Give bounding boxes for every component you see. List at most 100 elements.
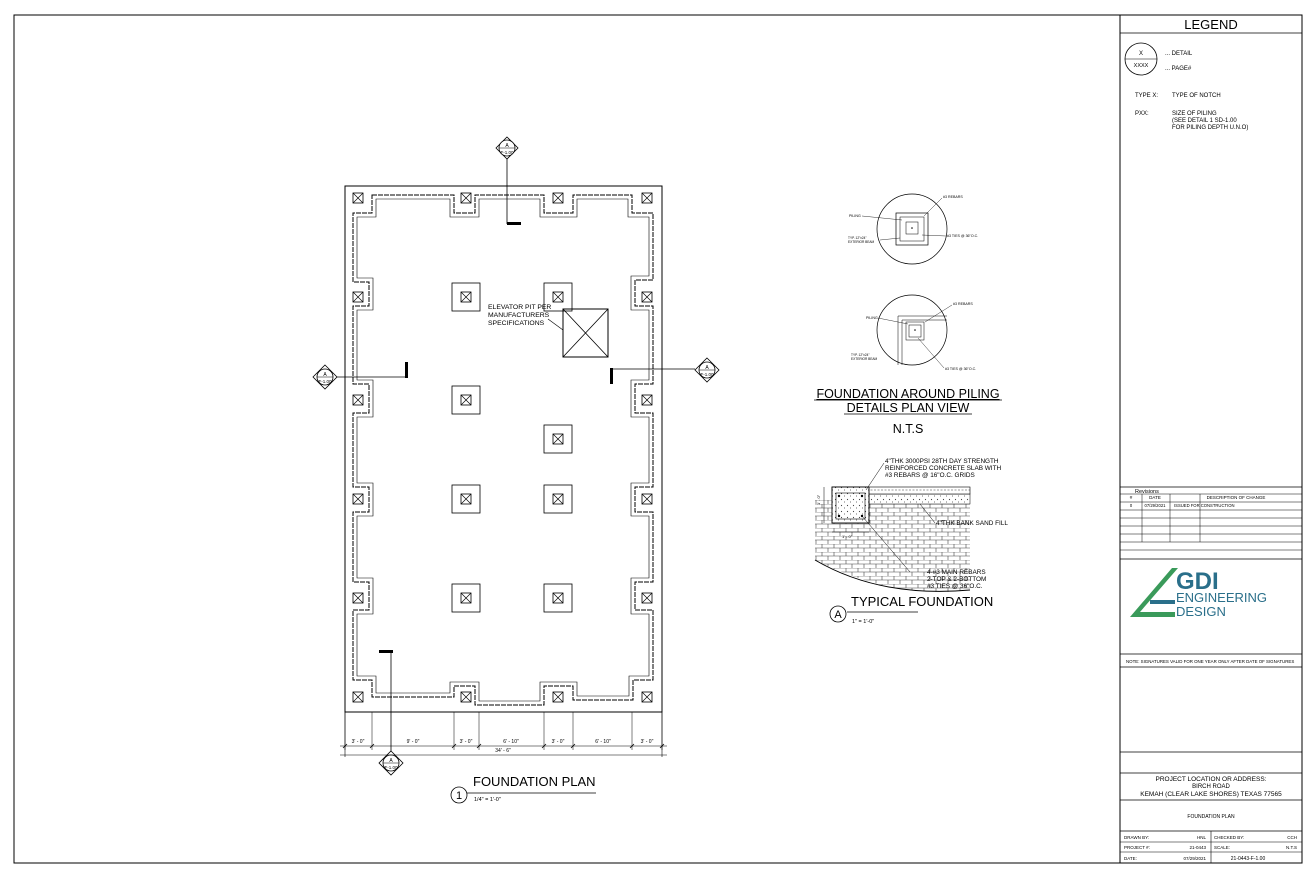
scale-label: SCALE:: [1214, 845, 1230, 850]
plan-scale: 1/4" = 1'-0": [474, 797, 501, 803]
d1-beam-1: TYP. 12"x24": [848, 236, 867, 240]
d2-beam-1: TYP. 12"x24": [851, 353, 870, 357]
legend-pxx-desc-2: (SEE DETAIL 1 SD-1.00: [1172, 118, 1237, 124]
drawn-by-label: DRAWN BY:: [1124, 835, 1149, 840]
piling: [451, 583, 481, 613]
section-marker-right[interactable]: A F-1.00: [694, 357, 720, 383]
elevator-note-2: MANUFACTURERS: [488, 312, 550, 319]
dim-1: 3' - 0": [352, 739, 365, 745]
logo-line-1: GDI: [1176, 568, 1219, 595]
piling: [641, 291, 653, 303]
piling: [552, 192, 564, 204]
dimension-string: 3' - 0" 9' - 0" 3' - 0" 6' - 10" 3' - 0"…: [340, 712, 667, 757]
d2-rebars: #3 REBARS: [953, 302, 973, 306]
legend-pxx-key: PXX:: [1135, 111, 1149, 117]
svg-text:A: A: [389, 758, 393, 764]
piling: [451, 385, 481, 415]
plan-outline: [344, 185, 663, 713]
svg-text:A: A: [705, 365, 709, 371]
sheet-number: 21-0443-F-1.00: [1231, 856, 1266, 862]
section-marker-bottom[interactable]: A F-1.00: [378, 750, 404, 776]
d1-piling: PILING: [849, 214, 861, 218]
piling: [641, 493, 653, 505]
legend-type-key: TYPE X:: [1135, 93, 1158, 99]
piling: [352, 592, 364, 604]
plan-title-block: 1 FOUNDATION PLAN 1/4" = 1'-0": [450, 774, 596, 804]
legend-page: ... PAGE#: [1165, 66, 1192, 72]
signature-note: NOTE: SIGNATURES VALID FOR ONE YEAR ONLY…: [1126, 659, 1294, 664]
rev-header-num: #: [1130, 495, 1133, 500]
section-marker-top[interactable]: A F-1.00: [495, 136, 519, 160]
grade-beam-inner: [356, 198, 650, 702]
section-marker-left[interactable]: A F-1.00: [312, 364, 338, 390]
legend-type-desc: TYPE OF NOTCH: [1172, 93, 1221, 99]
piling-details-title: FOUNDATION AROUND PILING DETAILS PLAN VI…: [814, 387, 1002, 436]
elevator-note-3: SPECIFICATIONS: [488, 320, 545, 327]
rev-header-date: DATE: [1149, 495, 1161, 500]
slab-note-2: REINFORCED CONCRETE SLAB WITH: [885, 465, 1001, 472]
rebar-note-3: #3 TIES @ 36"O.C.: [927, 583, 983, 590]
piling: [552, 691, 564, 703]
date-label: DATE:: [1124, 856, 1137, 861]
legend-symbol-bottom: XXXX: [1134, 63, 1149, 69]
sand-note: 4"THK BANK SAND FILL: [936, 520, 1008, 527]
d1-beam-2: EXTERIOR BEAM: [848, 240, 875, 244]
svg-text:F-1.00: F-1.00: [700, 372, 714, 377]
dim-4: 6' - 10": [503, 739, 519, 745]
legend-title: LEGEND: [1184, 17, 1237, 32]
piling-title-2: DETAILS PLAN VIEW: [847, 401, 970, 415]
project-label: PROJECT LOCATION OR ADDRESS:: [1155, 776, 1266, 783]
elevator-note-1: ELEVATOR PIT PER: [488, 304, 551, 311]
dim-7: 3' - 0": [641, 739, 654, 745]
piling: [641, 691, 653, 703]
rev-header-desc: DESCRIPTION OF CHANGE: [1207, 495, 1266, 500]
piling-title-1: FOUNDATION AROUND PILING: [816, 387, 999, 401]
dim-depth: 1' - 0": [816, 494, 821, 505]
legend-pxx-desc-3: FOR PILING DEPTH U.N.O): [1172, 125, 1248, 131]
d2-ties: #3 TIES @ 36"O.C.: [945, 367, 976, 371]
svg-text:A: A: [323, 372, 327, 378]
svg-text:A: A: [505, 143, 509, 149]
piling: [352, 291, 364, 303]
overall-dim: 34' - 6": [495, 748, 511, 754]
scale-value: N.T.S: [1286, 845, 1297, 850]
logo-line-2: ENGINEERING: [1176, 590, 1267, 605]
slab-note-1: 4"THK 3000PSI 28TH DAY STRENGTH: [885, 458, 999, 465]
project-no: 21-0443: [1189, 845, 1206, 850]
dim-2: 9' - 0": [407, 739, 420, 745]
piling: [352, 691, 364, 703]
piling: [543, 424, 573, 454]
rev-row-num: 0: [1130, 503, 1133, 508]
piling: [641, 592, 653, 604]
piling: [543, 484, 573, 514]
d1-ties: #3 TIES @ 36"O.C.: [947, 234, 978, 238]
date-value: 07/29/2021: [1183, 856, 1206, 861]
piling: [352, 493, 364, 505]
rebar-note-2: 2-TOP & 2-BOTTOM: [927, 576, 986, 583]
typical-letter: A: [834, 609, 842, 621]
piling: [641, 394, 653, 406]
plan-number: 1: [456, 790, 462, 802]
piling: [460, 691, 472, 703]
elevator-pit: [562, 308, 609, 358]
rev-row-date: 07/29/2021: [1145, 503, 1167, 508]
piling: [451, 484, 481, 514]
svg-text:F-1.00: F-1.00: [318, 379, 332, 384]
pilings: [352, 192, 653, 703]
slab-note-3: #3 REBARS @ 16"O.C. GRIDS: [885, 472, 975, 479]
piling: [460, 192, 472, 204]
piling: [543, 583, 573, 613]
d1-rebars: #3 REBARS: [943, 195, 963, 199]
rebar-note-1: 4-#3 MAIN REBARS: [927, 569, 986, 576]
legend-symbol-top: X: [1139, 51, 1143, 57]
checked-by-label: CHECKED BY:: [1214, 835, 1244, 840]
piling: [641, 192, 653, 204]
project-no-label: PROJECT #:: [1124, 845, 1150, 850]
foundation-plan: ELEVATOR PIT PER MANUFACTURERS SPECIFICA…: [312, 136, 720, 804]
logo-line-3: DESIGN: [1176, 604, 1226, 619]
d2-piling: PILING: [866, 316, 878, 320]
revisions-title: Revisions: [1135, 489, 1159, 495]
dim-width: 1' - 0": [842, 534, 853, 539]
typical-title: TYPICAL FOUNDATION: [851, 594, 993, 609]
project-line-1: BIRCH ROAD: [1192, 784, 1230, 790]
